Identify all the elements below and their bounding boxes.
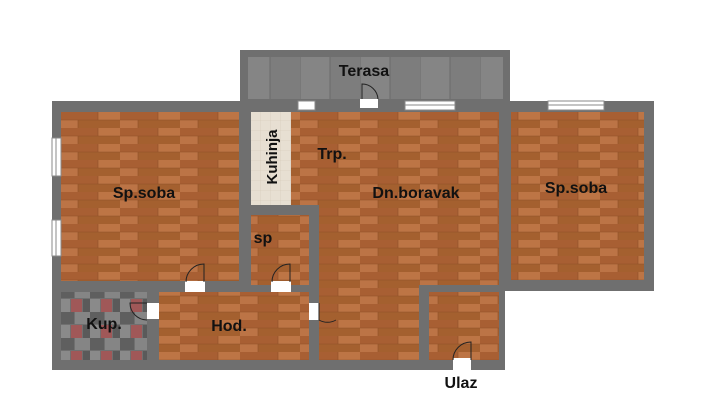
terrace-label: Terasa bbox=[339, 63, 390, 80]
wall-entrance-left bbox=[419, 285, 429, 360]
wall-storage-right bbox=[309, 205, 319, 360]
hallway-floor bbox=[159, 292, 309, 360]
left-bedroom-floor bbox=[61, 112, 239, 281]
left-bedroom-label: Sp.soba bbox=[113, 185, 175, 202]
living-floor-top bbox=[291, 112, 499, 205]
windows bbox=[51, 100, 605, 257]
entrance-floor bbox=[429, 292, 499, 360]
living-room-label: Dn.boravak bbox=[372, 185, 459, 202]
hallway-label: Hod. bbox=[211, 318, 247, 335]
wall-entrance-top bbox=[419, 285, 499, 292]
bathroom-label: Kup. bbox=[86, 316, 122, 333]
living-floor-main bbox=[319, 205, 499, 285]
doors bbox=[129, 83, 472, 370]
kitchen-floor bbox=[251, 112, 291, 205]
dining-label: Trp. bbox=[317, 146, 346, 163]
storage-label: sp bbox=[254, 230, 273, 247]
right-bedroom-label: Sp.soba bbox=[545, 180, 607, 197]
entrance-label: Ulaz bbox=[445, 375, 478, 392]
kitchen-label: Kuhinja bbox=[264, 129, 281, 185]
wall-kitchen-storage bbox=[251, 205, 319, 215]
living-floor-bottom bbox=[319, 285, 419, 360]
storage-floor bbox=[251, 215, 309, 285]
right-bedroom-floor bbox=[511, 112, 644, 280]
